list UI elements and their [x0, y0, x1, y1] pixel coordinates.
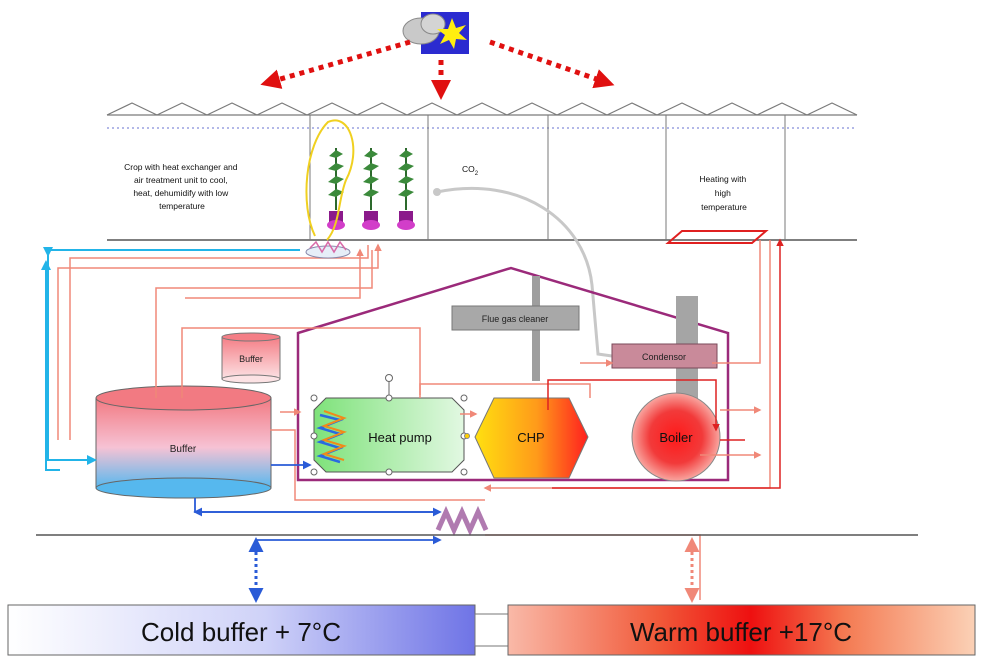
cold-buffer: Cold buffer + 7°C [7, 604, 476, 656]
crop-description: Crop with heat exchanger and air treatme… [124, 162, 240, 211]
large-buffer-tank: Buffer [95, 385, 272, 499]
condensor: Condensor [611, 343, 718, 369]
heating-pipe-grid [665, 230, 769, 244]
ground-heat-exchanger-icon [435, 505, 489, 537]
buffer-separator [474, 613, 509, 647]
heating-line-3: temperature [701, 202, 747, 212]
heating-description: Heating with high temperature [699, 174, 748, 212]
plant-icons [327, 148, 415, 230]
sunlight-arrows [260, 39, 615, 100]
svg-text:Boiler: Boiler [659, 430, 693, 445]
heat-pump: Heat pump [310, 374, 470, 476]
cooling-pipes [41, 247, 300, 471]
svg-text:Flue gas cleaner: Flue gas cleaner [482, 314, 549, 324]
co2-label: CO2 [462, 164, 479, 177]
flue-gas-cleaner: Flue gas cleaner [451, 305, 580, 331]
svg-text:Buffer: Buffer [239, 354, 263, 364]
plant-icon [397, 148, 415, 230]
svg-text:Warm buffer +17°C: Warm buffer +17°C [630, 617, 852, 647]
energy-building [296, 266, 730, 482]
heating-line-2: high [715, 188, 731, 198]
cold-water-pipes [193, 460, 442, 545]
chp-unit: CHP [474, 397, 589, 479]
warm-buffer: Warm buffer +17°C [507, 604, 976, 656]
air-flow-loop [305, 119, 355, 241]
crop-line-4: temperature [159, 201, 205, 211]
svg-text:Condensor: Condensor [642, 352, 686, 362]
boiler: Boiler [631, 392, 721, 482]
svg-text:Heat pump: Heat pump [368, 430, 432, 445]
plant-icon [362, 148, 380, 230]
heating-line-1: Heating with [699, 174, 746, 184]
sun-cloud-icon [402, 12, 469, 54]
hot-water-pipes [547, 238, 784, 489]
svg-text:Buffer: Buffer [170, 444, 197, 455]
crop-line-1: Crop with heat exchanger and [124, 162, 238, 172]
crop-line-2: air treatment unit to cool, [134, 175, 228, 185]
crop-line-3: heat, dehumidify with low [133, 188, 229, 198]
crop-heat-exchanger-icon [305, 240, 351, 259]
svg-text:CHP: CHP [517, 430, 544, 445]
co2-pipe [436, 186, 613, 358]
small-buffer-tank: Buffer [221, 332, 281, 384]
svg-text:Cold buffer + 7°C: Cold buffer + 7°C [141, 617, 341, 647]
